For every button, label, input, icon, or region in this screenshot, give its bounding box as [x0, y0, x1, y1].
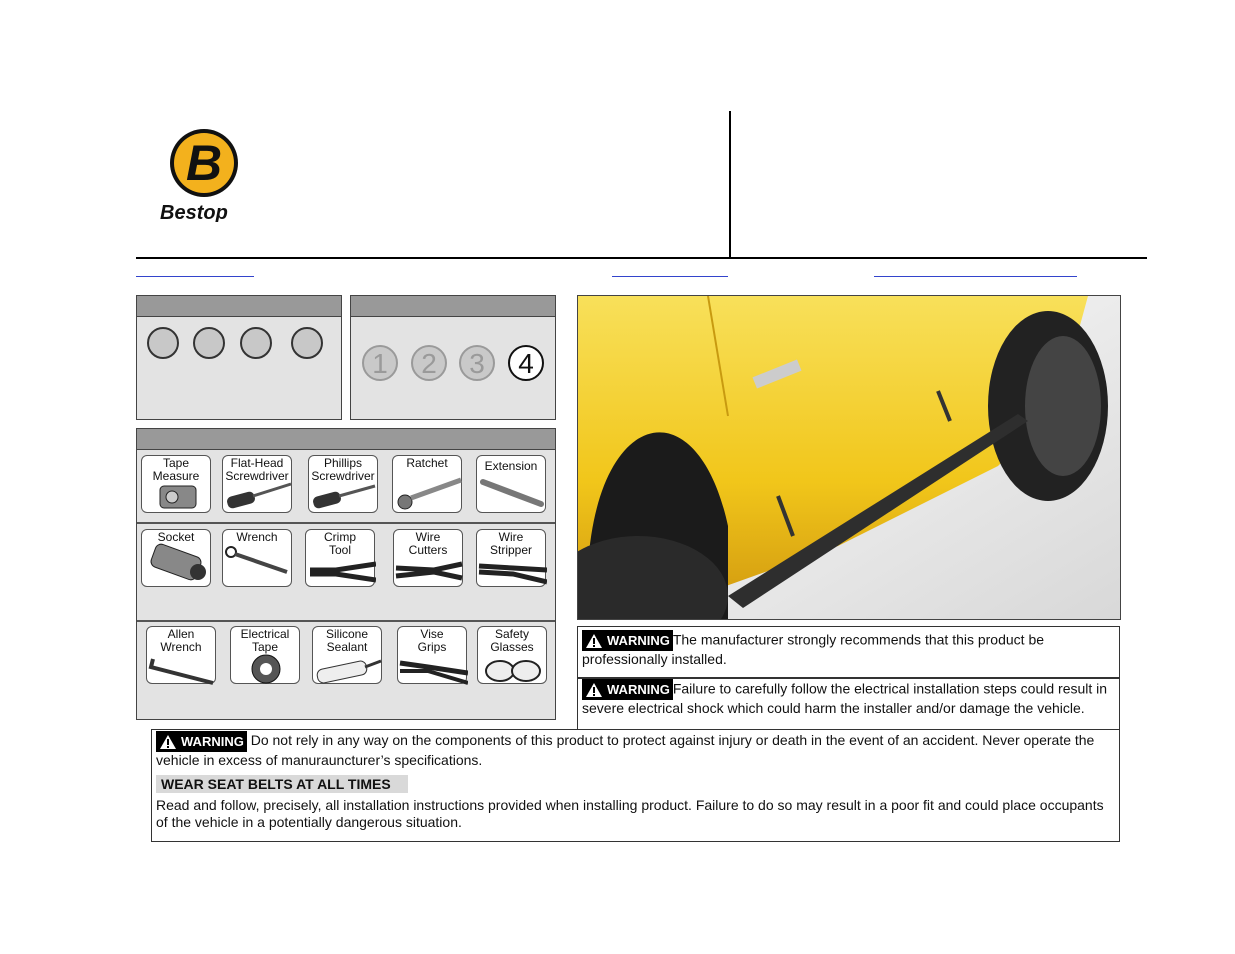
tool-wire-cutters: Wire Cutters [393, 529, 463, 587]
warning-tag: WARNING [582, 630, 673, 651]
link-underline-3[interactable] [874, 276, 1077, 277]
screwdriver-icon [313, 484, 376, 509]
warning-box-safety: WARNING Do not rely in any way on the co… [151, 729, 1120, 842]
step-1: 1 [362, 345, 398, 381]
tool-extension: Extension [476, 455, 546, 513]
tool-electrical-tape: Electrical Tape [230, 626, 300, 684]
seat-belts-banner: WEAR SEAT BELTS AT ALL TIMES [156, 775, 408, 793]
warning-tag: WARNING [156, 731, 247, 752]
difficulty-dial [147, 327, 179, 359]
vise-grips-icon [399, 660, 468, 685]
tool-socket: Socket [141, 529, 211, 587]
warning-box-professional-install: WARNING The manufacturer strongly recomm… [577, 626, 1120, 678]
wrench-icon [225, 546, 288, 574]
tool-crimp-tool: Crimp Tool [305, 529, 376, 587]
tool-ratchet: Ratchet [392, 455, 462, 513]
warning-text-3: Do not rely in any way on the components… [156, 732, 1095, 768]
link-underline-2[interactable] [612, 276, 728, 277]
silicone-sealant-icon [316, 659, 382, 684]
step-4-active: 4 [508, 345, 544, 381]
warning-text-1: The manufacturer strongly recommends tha… [582, 631, 1045, 667]
tape-measure-icon [159, 485, 197, 509]
brand-name: Bestop [160, 202, 228, 222]
logo-letter: B [186, 135, 222, 191]
wire-cutters-icon [395, 561, 463, 581]
link-underline-1[interactable] [136, 276, 254, 277]
warning-tag: WARNING [582, 679, 673, 700]
tool-wire-stripper: Wire Stripper [476, 529, 547, 587]
socket-icon [150, 543, 206, 581]
crimp-tool-icon [310, 561, 376, 583]
tools-row-divider [137, 522, 555, 524]
install-steps-panel: 1 2 3 4 [350, 295, 556, 420]
tools-row-divider [137, 620, 555, 622]
difficulty-panel-header [137, 296, 341, 317]
extension-icon [480, 479, 544, 507]
screwdriver-icon [227, 482, 292, 509]
warning-triangle-icon [160, 734, 176, 749]
difficulty-dial [240, 327, 272, 359]
step-3: 3 [459, 345, 495, 381]
wire-stripper-icon [478, 563, 547, 585]
difficulty-panel [136, 295, 342, 420]
difficulty-dial [193, 327, 225, 359]
allen-wrench-icon [148, 658, 214, 685]
tool-allen-wrench: Allen Wrench [146, 626, 216, 685]
warning-text-4: Read and follow, precisely, all installa… [156, 797, 1104, 830]
ratchet-icon [397, 477, 462, 510]
warning-triangle-icon [586, 633, 602, 648]
safety-glasses-icon [485, 660, 541, 682]
header-divider [729, 111, 731, 257]
tool-phillips-screwdriver: Phillips Screwdriver [308, 455, 378, 513]
warning-triangle-icon [586, 682, 602, 697]
tool-wrench: Wrench [222, 529, 292, 587]
electrical-tape-icon [251, 654, 281, 684]
warning-box-electrical: WARNING Failure to carefully follow the … [577, 678, 1120, 730]
step-2: 2 [411, 345, 447, 381]
tool-safety-glasses: Safety Glasses [477, 626, 547, 684]
tool-vise-grips: Vise Grips [397, 626, 468, 685]
difficulty-dial [291, 327, 323, 359]
tool-tape-measure: Tape Measure [141, 455, 211, 513]
header-rule [136, 257, 1147, 259]
tools-panel-header [137, 429, 555, 450]
warning-text-2: Failure to carefully follow the electric… [582, 680, 1108, 716]
steps-panel-header [351, 296, 555, 317]
tool-flat-head-screwdriver: Flat-Head Screwdriver [222, 455, 292, 513]
tool-silicone-sealant: Silicone Sealant [312, 626, 382, 684]
warning-safety-paragraph: WARNING Do not rely in any way on the co… [156, 731, 1115, 769]
truck-running-board-image [578, 296, 1120, 619]
brand-logo: B Bestop [94, 126, 262, 224]
product-photo [577, 295, 1121, 620]
